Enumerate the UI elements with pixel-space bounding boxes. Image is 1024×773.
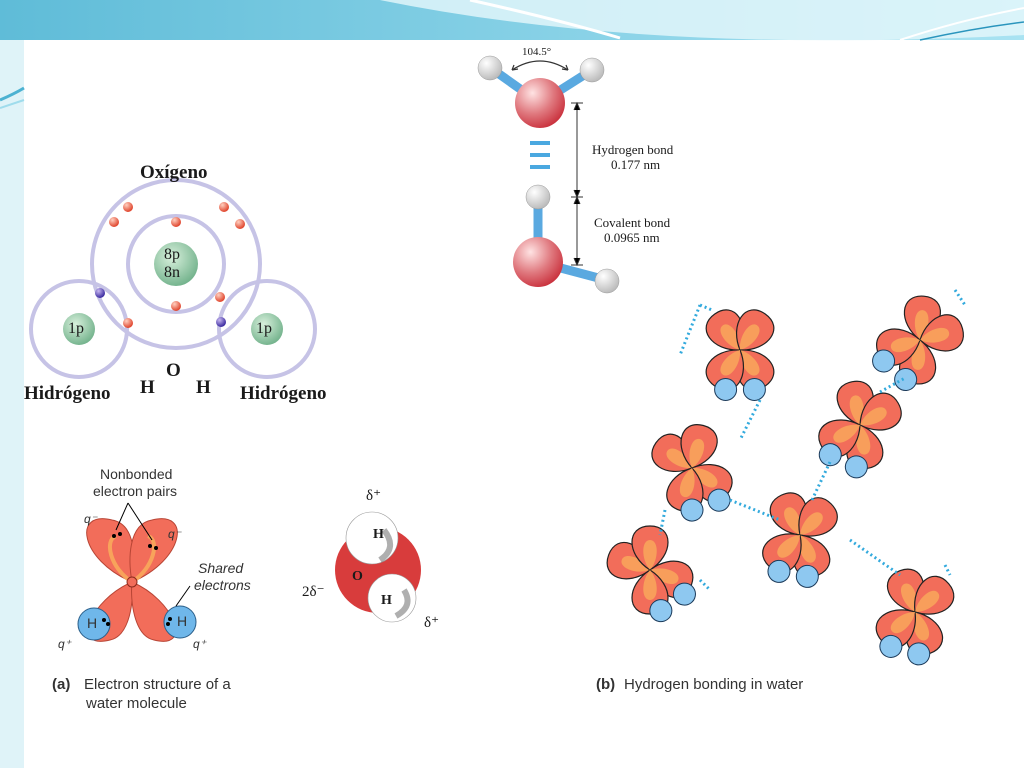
q-plus-left: q⁺: [58, 637, 72, 651]
formula-hydrogen-left: H: [140, 377, 155, 398]
delta-plus-top: δ⁺: [366, 488, 381, 504]
hydrogen-left-electron: [95, 288, 105, 298]
top-hydrogen-right: [579, 57, 605, 83]
delta-plus-bottom: δ⁺: [424, 615, 439, 631]
bottom-hydrogen-top: [525, 184, 551, 210]
hydrogen-bond-line: [699, 303, 713, 312]
water-molecule: [875, 568, 955, 666]
shared-label-line1: Shared: [198, 560, 244, 576]
bottom-hydrogen-right: [594, 268, 620, 294]
polar-oxygen-label: O: [352, 569, 363, 584]
oxygen-outer-orbit: [90, 178, 262, 350]
caption-b-tag: (b): [596, 676, 616, 693]
electron-structure-diagram: [77, 502, 197, 642]
hydrogen-left-orbit: [29, 279, 129, 379]
nonbonded-label-line2: electron pairs: [93, 483, 178, 499]
water-molecule: [818, 380, 902, 479]
polar-molecule-diagram: [335, 511, 421, 623]
hydrogen-bond-line: [729, 498, 781, 522]
oxygen-neutrons-label: 8n: [164, 264, 180, 281]
hydrogen-right-nucleus: [251, 313, 283, 345]
water-molecule: [705, 309, 775, 401]
nonbonded-label-line1: Nonbonded: [100, 466, 173, 482]
caption-a-line2: water molecule: [86, 695, 187, 712]
shared-label-line2: electrons: [194, 577, 251, 593]
covalent-bond-label: Covalent bond: [594, 215, 671, 230]
q-plus-right: q⁺: [193, 637, 207, 651]
hydrogen-bond-line: [678, 304, 702, 356]
oxygen-inner-orbit: [126, 214, 226, 314]
top-oxygen-atom: [515, 78, 565, 128]
hydrogen-bond-line: [698, 578, 712, 592]
hydrogen-right-sphere: [163, 605, 197, 639]
hydrogen-right-label: Hidrógeno: [240, 383, 327, 404]
oxygen-title: Oxígeno: [140, 162, 208, 183]
hydrogen-bond-length: 0.177 nm: [611, 157, 661, 172]
bottom-oxygen-atom: [513, 237, 563, 287]
q-minus-left: q⁻: [84, 512, 98, 526]
hydrogen-bond-line: [738, 399, 762, 441]
caption-b: Hydrogen bonding in water: [624, 676, 804, 693]
hydrogen-left-label: Hidrógeno: [24, 383, 111, 404]
hydrogen-right-orbit: [217, 279, 317, 379]
oxygen-nucleus: [154, 242, 198, 286]
water-molecule: [606, 525, 696, 623]
oxygen-protons-label: 8p: [164, 246, 180, 263]
hydrogen-right-nucleus-label: 1p: [256, 320, 272, 337]
hydrogen-left-nucleus: [63, 313, 95, 345]
h-left-sphere-label: H: [87, 615, 98, 631]
hydrogen-bond-label: Hydrogen bond: [592, 142, 674, 157]
atom-diagram: [29, 178, 317, 379]
water-molecule: [762, 492, 838, 588]
oxygen-electrons: [109, 202, 245, 328]
hydrogen-bond-line: [849, 538, 901, 577]
hydrogen-bond-line: [810, 461, 832, 501]
hydrogen-right-electron: [216, 317, 226, 327]
hydrogen-bond-line: [943, 564, 952, 576]
hydrogen-bond-network: [606, 289, 967, 666]
polar-hydrogen-bottom: H: [381, 593, 392, 608]
q-minus-right: q⁻: [168, 527, 182, 541]
caption-a-line1: Electron structure of a: [84, 676, 231, 693]
water-molecule: [651, 424, 733, 522]
formula-hydrogen-right: H: [196, 377, 211, 398]
hydrogen-bond-symbol: [530, 141, 550, 169]
h-right-sphere-label: H: [177, 613, 188, 629]
top-hydrogen-left: [477, 55, 503, 81]
caption-a-tag: (a): [52, 676, 71, 693]
formula-oxygen: O: [166, 360, 181, 381]
two-delta-minus: 2δ⁻: [302, 584, 325, 600]
covalent-bond-length: 0.0965 nm: [604, 230, 660, 245]
bond-length-diagram: [477, 55, 620, 294]
bond-angle-label: 104.5°: [522, 46, 552, 58]
hydrogen-bond-line: [953, 289, 967, 306]
polar-hydrogen-top: H: [373, 527, 384, 542]
hydrogen-left-nucleus-label: 1p: [68, 320, 84, 337]
hydrogen-bond-line: [658, 509, 667, 536]
water-molecule: [872, 295, 964, 392]
